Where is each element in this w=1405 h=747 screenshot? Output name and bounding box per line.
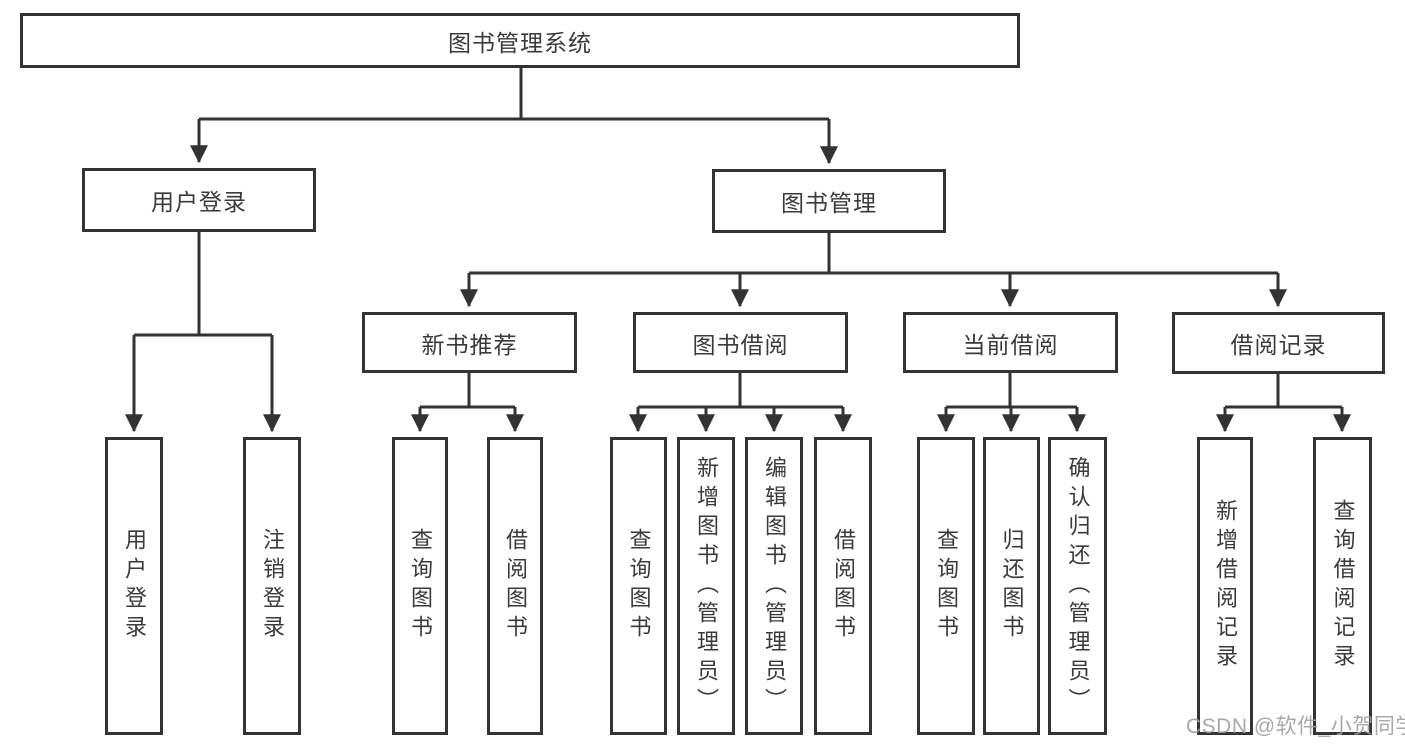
- leaf-record-query-label: 查询借阅记录: [1330, 499, 1356, 673]
- node-new-book: 新书推荐: [362, 312, 577, 373]
- leaf-current-return-label: 归还图书: [999, 528, 1025, 644]
- leaf-borrow-add: 新增图书（管理员）: [677, 437, 735, 735]
- node-borrow-record: 借阅记录: [1172, 312, 1385, 374]
- leaf-logout-label: 注销登录: [260, 528, 285, 644]
- leaf-record-add-label: 新增借阅记录: [1213, 499, 1238, 673]
- leaf-newbook-borrow-label: 借阅图书: [503, 528, 528, 644]
- leaf-borrow-book-label: 借阅图书: [831, 528, 856, 644]
- node-current-borrow-label: 当前借阅: [962, 331, 1059, 358]
- node-book-mgmt-label: 图书管理: [781, 190, 877, 216]
- node-root: 图书管理系统: [20, 13, 1020, 68]
- leaf-newbook-borrow: 借阅图书: [487, 437, 543, 735]
- connector-user-login: [125, 232, 281, 433]
- leaf-current-query-label: 查询图书: [934, 528, 959, 644]
- leaf-current-confirm-label: 确认归还（管理员）: [1065, 455, 1091, 717]
- node-book-mgmt: 图书管理: [712, 169, 946, 233]
- leaf-logout: 注销登录: [243, 437, 301, 735]
- node-user-login: 用户登录: [82, 168, 316, 232]
- leaf-record-add: 新增借阅记录: [1197, 437, 1253, 735]
- leaf-borrow-add-label: 新增图书（管理员）: [694, 455, 719, 717]
- leaf-borrow-edit-label: 编辑图书（管理员）: [762, 455, 787, 717]
- connector-borrow-record: [1216, 374, 1351, 433]
- node-book-borrow-label: 图书借阅: [692, 331, 789, 358]
- leaf-newbook-query-label: 查询图书: [408, 528, 433, 644]
- leaf-user-login-label: 用户登录: [122, 528, 147, 644]
- connector-book-mgmt: [460, 233, 1287, 308]
- leaf-current-confirm: 确认归还（管理员）: [1048, 437, 1107, 735]
- leaf-record-query: 查询借阅记录: [1313, 437, 1372, 735]
- leaf-current-query: 查询图书: [917, 437, 975, 735]
- csdn-watermark: CSDN @软件_小贺同学: [1186, 715, 1405, 738]
- connector-current-borrow: [937, 373, 1086, 433]
- leaf-borrow-query: 查询图书: [610, 437, 667, 735]
- connector-new-book: [411, 373, 524, 433]
- leaf-borrow-edit: 编辑图书（管理员）: [745, 437, 803, 735]
- leaf-user-login: 用户登录: [105, 437, 163, 735]
- node-current-borrow: 当前借阅: [903, 312, 1118, 373]
- node-borrow-record-label: 借阅记录: [1230, 332, 1327, 358]
- node-root-label: 图书管理系统: [448, 29, 592, 56]
- leaf-borrow-query-label: 查询图书: [626, 528, 652, 644]
- node-book-borrow: 图书借阅: [633, 312, 848, 373]
- node-new-book-label: 新书推荐: [421, 331, 518, 358]
- leaf-current-return: 归还图书: [983, 437, 1040, 735]
- node-user-login-label: 用户登录: [151, 189, 247, 215]
- leaf-borrow-book: 借阅图书: [814, 437, 872, 735]
- connector-book-borrow: [629, 373, 852, 433]
- leaf-newbook-query: 查询图书: [392, 437, 448, 735]
- connector-root: [190, 67, 838, 165]
